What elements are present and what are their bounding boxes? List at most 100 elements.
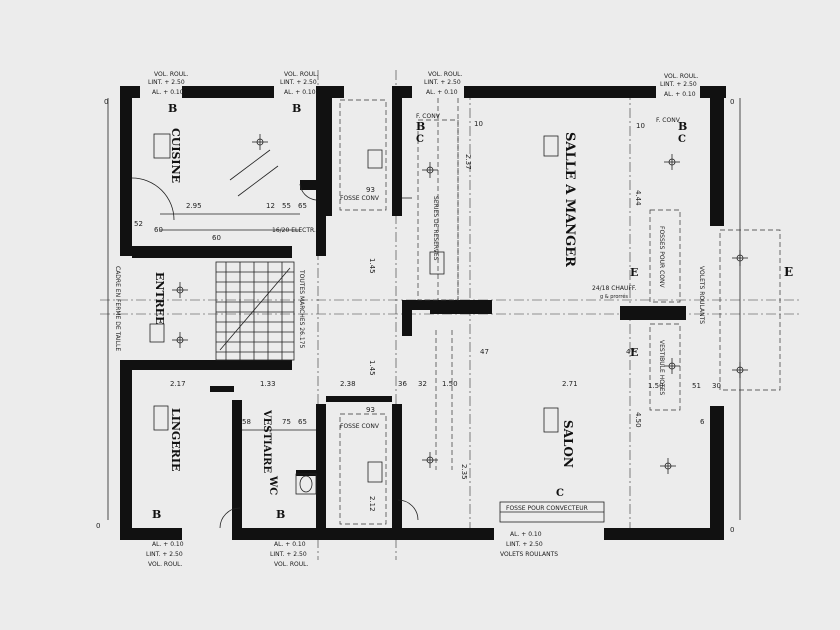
dim-6: 6 [700, 418, 705, 426]
dim-12: 12 [266, 202, 275, 210]
dim-444: 4.44 [634, 190, 642, 206]
letter-b-4: B [678, 120, 687, 133]
letter-c-1: C [416, 134, 424, 145]
bottom-al-1: AL. + 0.10 [152, 541, 184, 548]
top-lint-2: LINT. + 2.50 [280, 79, 317, 86]
top-vol-roul-4: VOL. ROUL. [664, 73, 699, 80]
dim-65b: 65 [298, 418, 307, 426]
bottom-al-2: AL. + 0.10 [274, 541, 306, 548]
dim-36: 36 [398, 380, 407, 388]
dim-58: 58 [242, 418, 251, 426]
bottom-volets-roulants: VOLETS ROULANTS [500, 551, 558, 558]
dim-271: 2.71 [562, 380, 578, 388]
note-cadre-fermeture: CADRE EN FERME DE TAILLE [114, 266, 121, 351]
room-entree: ENTREE [153, 272, 166, 325]
room-labels: CUISINE ENTREE LINGERIE VESTIAIRE WC SAL… [153, 128, 577, 495]
letter-b-5: B [152, 508, 161, 521]
note-plans: g & prorrés [600, 293, 628, 300]
letter-e-1: E [630, 266, 638, 279]
bottom-lint-3: LINT. + 2.50 [506, 541, 543, 548]
dim-75: 75 [282, 418, 291, 426]
top-al-3: AL. + 0.10 [426, 89, 458, 96]
staircase [215, 261, 295, 361]
plan-notes: FOSSE CONV FOSSE CONV F. CONV F. CONV FO… [114, 113, 705, 512]
dim-212: 2.12 [368, 496, 376, 512]
top-lint-4: LINT. + 2.50 [660, 81, 697, 88]
note-f-conv-1: F. CONV [416, 113, 441, 120]
dim-65: 65 [298, 202, 307, 210]
dim-52: 52 [134, 220, 143, 228]
top-al-2: AL. + 0.10 [284, 89, 316, 96]
door-swings [131, 177, 419, 529]
letter-b-2: B [292, 102, 301, 115]
dimension-labels: 2.95 60 60 12 55 65 52 2.17 1.33 2.38 36… [134, 120, 721, 512]
dim-133: 1.33 [260, 380, 276, 388]
top-vol-roul-2: VOL. ROUL. [284, 71, 319, 78]
note-volets-roulants-side: VOLETS ROULANTS [698, 266, 705, 324]
top-annotations: VOL. ROUL. LINT. + 2.50 AL. + 0.10 VOL. … [148, 71, 699, 98]
dim-235: 2.35 [460, 464, 468, 480]
note-toutes-marches: TOUTES MARCHES 26.175 [298, 269, 305, 348]
note-fosses-pour-conv: FOSSES POUR CONV [658, 226, 665, 289]
dim-32: 32 [418, 380, 427, 388]
room-cuisine: CUISINE [169, 128, 182, 183]
dim-238: 2.38 [340, 380, 356, 388]
letter-b-3: B [416, 120, 425, 133]
top-vol-roul-3: VOL. ROUL. [428, 71, 463, 78]
room-salle-a-manger: SALLE A MANGER [562, 132, 577, 267]
dim-93a: 93 [366, 186, 375, 194]
dim-145b: 1.45 [368, 360, 376, 376]
dim-47b: 47 [626, 348, 635, 356]
letter-c-2: C [678, 134, 686, 145]
info-boxes [149, 133, 559, 483]
letter-b-6: B [276, 508, 285, 521]
dim-55: 55 [282, 202, 291, 210]
note-f-conv-2: F. CONV [656, 117, 681, 124]
letter-e-2: E [630, 346, 638, 359]
letter-e-3: E [784, 265, 793, 279]
marker-0-tr: 0 [730, 98, 734, 106]
dim-51: 51 [692, 382, 701, 390]
dim-237: 2.37 [464, 154, 472, 170]
marker-0-bl: 0 [96, 522, 100, 530]
exterior-walls [120, 86, 726, 540]
bottom-lint-1: LINT. + 2.50 [146, 551, 183, 558]
note-fosse-conv-top: FOSSE CONV [340, 195, 380, 202]
dim-295: 2.95 [186, 202, 202, 210]
note-chauffage: 24/18 CHAUFF. [592, 285, 636, 292]
room-letters: E E E B B B B B B C C C [152, 102, 793, 521]
fixture-symbols [172, 134, 748, 474]
note-vestibule-hotes: VESTIBULE HOTES [658, 340, 665, 395]
dim-60a: 60 [154, 226, 163, 234]
dim-217: 2.17 [170, 380, 186, 388]
dim-30: 30 [712, 382, 721, 390]
room-wc: WC [267, 475, 278, 495]
marker-0-tl: 0 [104, 98, 108, 106]
note-elec: 16/20 ELECTR. [272, 227, 316, 234]
room-salon: SALON [561, 420, 575, 468]
inner-details [160, 98, 781, 525]
note-fosse-pour-convecteur: FOSSE POUR CONVECTEUR [506, 505, 588, 512]
top-vol-roul-1: VOL. ROUL. [154, 71, 189, 78]
room-vestiaire: VESTIAIRE [261, 409, 272, 473]
letter-b-1: B [168, 102, 177, 115]
top-al-4: AL. + 0.10 [664, 91, 696, 98]
dim-60b: 60 [212, 234, 221, 242]
bottom-al-3: AL. + 0.10 [510, 531, 542, 538]
letter-c-3: C [556, 488, 564, 499]
top-lint-1: LINT. + 2.50 [148, 79, 185, 86]
note-fosse-conv-bottom: FOSSE CONV [340, 423, 380, 430]
bottom-vol-roul-1: VOL. ROUL. [148, 561, 183, 568]
bottom-vol-roul-2: VOL. ROUL. [274, 561, 309, 568]
dim-10a: 10 [474, 120, 483, 128]
dim-145a: 1.45 [368, 258, 376, 274]
dim-10b: 10 [636, 122, 645, 130]
dim-47a: 47 [480, 348, 489, 356]
note-series-de-reserves: SERIES DE RESERVES [432, 196, 439, 261]
top-lint-3: LINT. + 2.50 [424, 79, 461, 86]
top-al-1: AL. + 0.10 [152, 89, 184, 96]
bottom-lint-2: LINT. + 2.50 [270, 551, 307, 558]
dim-150: 1.50 [442, 380, 458, 388]
